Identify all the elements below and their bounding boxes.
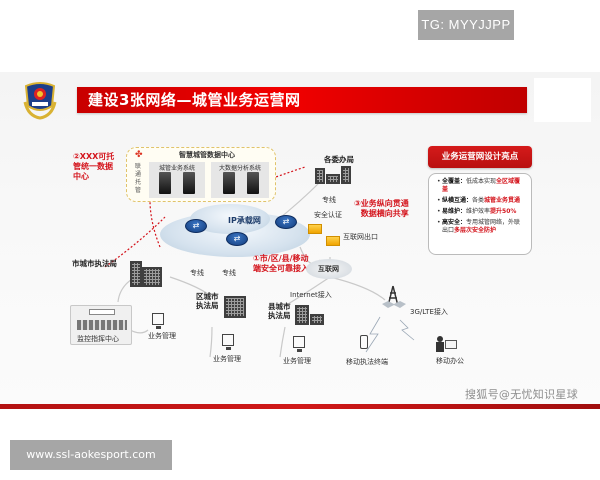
business-system-panel: 城管业务系统 bbox=[149, 162, 205, 198]
panel-label: 大数据分析系统 bbox=[218, 165, 261, 172]
business-mgmt-label: 业务管理 bbox=[283, 357, 311, 365]
dedicated-line-label: 专线 bbox=[190, 269, 204, 277]
router-icon bbox=[226, 232, 248, 246]
slide-title: 建设3张网络—城管业务运营网 bbox=[88, 91, 301, 109]
site-badge: www.ssl-aokesport.com bbox=[10, 440, 172, 470]
dedicated-line-label: 专线 bbox=[322, 196, 336, 204]
note-line: 数据横向共享 bbox=[360, 209, 409, 218]
screen-wall-icon bbox=[89, 309, 115, 315]
building-icon bbox=[326, 174, 340, 184]
mobile-phone-icon bbox=[360, 335, 368, 349]
person-body-icon bbox=[436, 342, 444, 352]
district-bureau-label: 区城市 执法局 bbox=[196, 292, 219, 310]
building-icon bbox=[295, 305, 309, 325]
router-icon bbox=[185, 219, 207, 233]
highlight-emphasis: 全区域覆盖 bbox=[442, 178, 521, 193]
person-icon bbox=[437, 336, 443, 342]
note-data-center: ②XXX可托 管统一数据 中心 bbox=[73, 152, 114, 182]
internet-label: 互联网 bbox=[318, 265, 339, 273]
building-icon bbox=[315, 168, 325, 184]
highlights-title: 业务运营网设计亮点 bbox=[428, 146, 532, 168]
note-line: ③业务纵向贯通 bbox=[354, 199, 409, 208]
server-icon bbox=[223, 172, 235, 194]
note-line: ②XXX可托 bbox=[73, 152, 115, 161]
highlight-text: 专用城管网络，外联出口 bbox=[442, 219, 521, 234]
building-icon bbox=[142, 267, 162, 287]
desktop-icon bbox=[222, 334, 234, 350]
business-mgmt-label: 业务管理 bbox=[213, 355, 241, 363]
highlight-emphasis: 提升50% bbox=[490, 208, 517, 215]
highlight-emphasis: 多层次安全防护 bbox=[454, 227, 497, 234]
workstation-icon bbox=[152, 313, 164, 329]
monitor-center: 监控指挥中心 bbox=[70, 305, 132, 345]
lte-access-label: 3G/LTE接入 bbox=[410, 308, 448, 316]
building-icon bbox=[310, 314, 324, 325]
data-center-side-label: 联通托管 bbox=[135, 163, 142, 194]
laptop-icon bbox=[445, 340, 457, 349]
data-center: ✤ 智慧城管数据中心 联通托管 城管业务系统 大数据分析系统 bbox=[126, 147, 276, 202]
data-center-title: 智慧城管数据中心 bbox=[179, 151, 235, 159]
internet-exit-label: 互联网出口 bbox=[343, 233, 378, 241]
router-icon bbox=[275, 215, 297, 229]
building-icon bbox=[341, 166, 351, 184]
internet-cloud bbox=[306, 259, 352, 279]
bigdata-system-panel: 大数据分析系统 bbox=[211, 162, 269, 198]
note-vertical-integration: ③业务纵向贯通 数据横向共享 bbox=[354, 199, 409, 219]
label-line: 区城市 bbox=[196, 292, 219, 301]
county-bureau-label: 县城市 执法局 bbox=[268, 302, 291, 320]
note-line: 管统一数据 bbox=[73, 162, 113, 171]
building-icon bbox=[224, 296, 246, 318]
desktop-icon bbox=[293, 336, 305, 352]
slide: 建设3张网络—城管业务运营网 ✤ 智慧城管数据中心 bbox=[0, 72, 600, 409]
highlight-item: 全覆盖：低成本实现全区域覆盖 bbox=[437, 178, 526, 194]
internet-access-label: Internet接入 bbox=[290, 291, 332, 299]
monitor-center-label: 监控指挥中心 bbox=[77, 335, 119, 343]
cell-tower-icon bbox=[382, 285, 406, 308]
ip-network-label: IP承载网 bbox=[228, 216, 261, 225]
firewall-icon bbox=[308, 224, 322, 234]
slide-bottom-bar bbox=[0, 404, 600, 409]
highlight-text: 维护效率 bbox=[466, 208, 491, 215]
watermark: 搜狐号@无忧知识星球 bbox=[465, 388, 578, 401]
server-icon bbox=[183, 172, 195, 194]
label-line: 执法局 bbox=[268, 311, 291, 320]
highlight-key: 全覆盖： bbox=[442, 178, 467, 185]
label-line: 县城市 bbox=[268, 302, 291, 311]
server-icon bbox=[159, 172, 171, 194]
note-line: 中心 bbox=[73, 172, 89, 181]
dedicated-line-label: 专线 bbox=[222, 269, 236, 277]
security-auth-label: 安全认证 bbox=[314, 211, 342, 219]
business-mgmt-label: 业务管理 bbox=[148, 332, 176, 340]
firewall-icon bbox=[326, 236, 340, 246]
panel-label: 城管业务系统 bbox=[158, 165, 195, 172]
highlight-key: 易维护： bbox=[442, 208, 467, 215]
highlight-item: 易维护：维护效率提升50% bbox=[437, 208, 526, 216]
highlight-item: 纵横互通：各类城管业务贯通 bbox=[437, 197, 526, 205]
tg-badge: TG: MYYJJPP bbox=[418, 10, 514, 40]
highlight-key: 纵横互通： bbox=[442, 197, 473, 204]
label-line: 执法局 bbox=[196, 301, 219, 310]
console-icon bbox=[77, 320, 127, 330]
note-secure-access: ①市/区/县/移动 端安全可靠接入 bbox=[253, 254, 309, 274]
title-bar bbox=[77, 87, 527, 113]
highlight-item: 高安全：专用城管网络，外联出口多层次安全防护 bbox=[437, 219, 526, 235]
note-line: 端安全可靠接入 bbox=[253, 264, 309, 273]
highlight-text: 各类 bbox=[472, 197, 485, 204]
placeholder-block bbox=[534, 78, 591, 122]
highlights-box: 全覆盖：低成本实现全区域覆盖 纵横互通：各类城管业务贯通 易维护：维护效率提升5… bbox=[428, 173, 532, 255]
highlight-emphasis: 城管业务贯通 bbox=[484, 197, 521, 204]
building-icon bbox=[130, 261, 142, 287]
highlight-key: 高安全： bbox=[442, 219, 467, 226]
mobile-terminal-label: 移动执法终端 bbox=[346, 358, 388, 366]
city-bureau-label: 市城市执法局 bbox=[72, 259, 117, 268]
highlight-text: 低成本实现 bbox=[466, 178, 497, 185]
server-icon bbox=[247, 172, 259, 194]
commissions-label: 各委办局 bbox=[324, 155, 354, 164]
mobile-office-label: 移动办公 bbox=[436, 357, 464, 365]
emblem-icon bbox=[23, 82, 57, 120]
note-line: ①市/区/县/移动 bbox=[253, 254, 309, 263]
unicom-logo-icon: ✤ bbox=[135, 150, 143, 160]
